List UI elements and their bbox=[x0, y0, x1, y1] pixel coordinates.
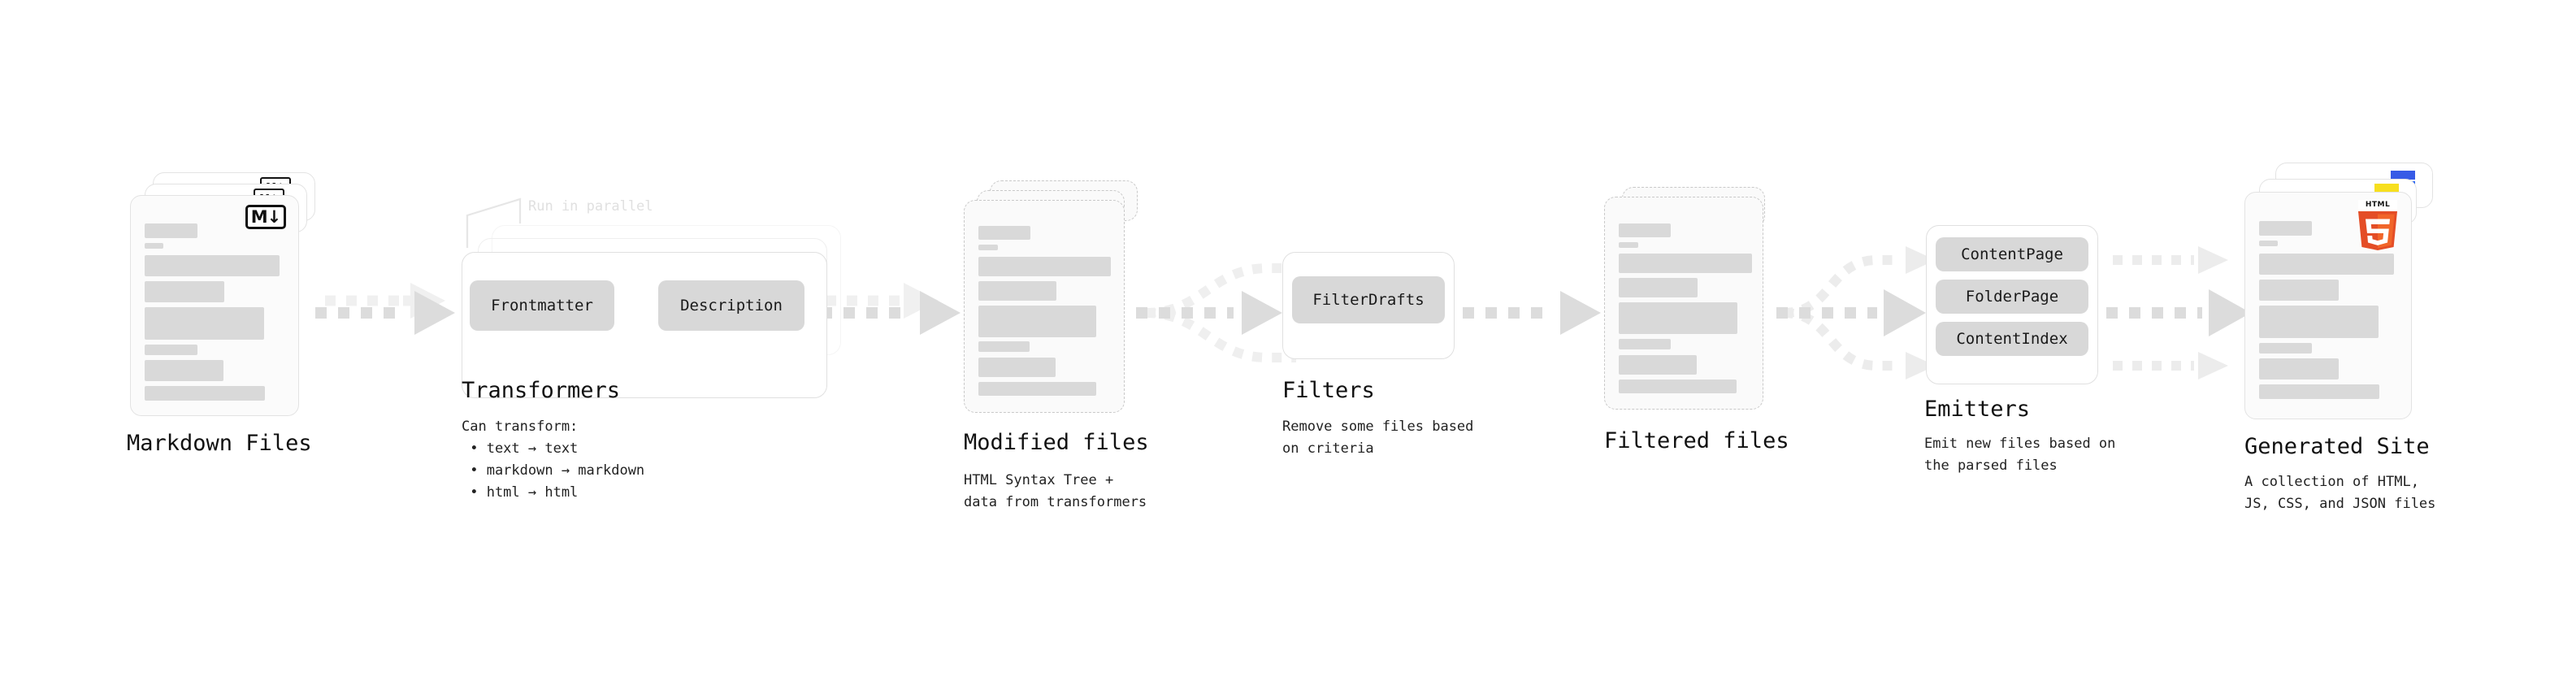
skeleton-block bbox=[2259, 343, 2312, 354]
skeleton-block bbox=[145, 307, 264, 340]
skeleton-block bbox=[145, 281, 224, 302]
arrow-filters-to-filtered bbox=[1463, 291, 1601, 335]
arrow-modified-to-filters bbox=[1136, 263, 1296, 362]
stage-title-transformers: Transformers bbox=[462, 378, 621, 403]
arrow-transformers-to-modified bbox=[821, 283, 961, 335]
arrow-filtered-to-emitters bbox=[1776, 246, 1936, 380]
run-in-parallel-label: Run in parallel bbox=[528, 198, 653, 215]
skeleton-block bbox=[1619, 339, 1671, 349]
stage-title-generated-site: Generated Site bbox=[2244, 434, 2430, 459]
stage-title-markdown-files: Markdown Files bbox=[127, 431, 312, 456]
skeleton-block bbox=[978, 306, 1096, 337]
filter-node-filterdrafts[interactable]: FilterDrafts bbox=[1292, 276, 1445, 323]
stage-subtitle-generated-site: A collection of HTML, JS, CSS, and JSON … bbox=[2244, 474, 2436, 512]
stage-subtitle-modified-files: HTML Syntax Tree + data from transformer… bbox=[964, 472, 1147, 510]
stage-title-modified-files: Modified files bbox=[964, 430, 1149, 455]
arrow-markdown-to-transformers bbox=[315, 283, 455, 335]
skeleton-block bbox=[2259, 221, 2312, 236]
skeleton-block bbox=[1619, 380, 1737, 393]
markdown-icon: M↓ bbox=[245, 205, 286, 229]
transformer-node-frontmatter[interactable]: Frontmatter bbox=[470, 280, 614, 331]
skeleton-block bbox=[2259, 241, 2278, 246]
skeleton-block bbox=[1619, 355, 1697, 375]
skeleton-block bbox=[2259, 358, 2339, 380]
skeleton-block bbox=[1619, 278, 1698, 297]
skeleton-block bbox=[2259, 306, 2379, 338]
arrow-emitters-to-site bbox=[2106, 246, 2251, 380]
skeleton-block bbox=[1619, 242, 1638, 248]
stage-title-emitters: Emitters bbox=[1924, 397, 2031, 422]
emitter-node-contentindex[interactable]: ContentIndex bbox=[1936, 322, 2088, 356]
skeleton-block bbox=[145, 243, 163, 249]
transformer-node-description[interactable]: Description bbox=[658, 280, 804, 331]
skeleton-block bbox=[145, 255, 280, 276]
skeleton-block bbox=[978, 226, 1030, 240]
skeleton-block bbox=[978, 358, 1056, 377]
skeleton-block bbox=[145, 386, 265, 401]
stage-subtitle-filters: Remove some files based on criteria bbox=[1282, 419, 1474, 457]
skeleton-block bbox=[145, 360, 223, 381]
skeleton-block bbox=[1619, 302, 1737, 334]
skeleton-block bbox=[978, 257, 1111, 276]
stage-subtitle-transformers: Can transform: • text → text • markdown … bbox=[462, 419, 645, 501]
emitter-node-folderpage[interactable]: FolderPage bbox=[1936, 280, 2088, 314]
skeleton-block bbox=[2259, 384, 2379, 399]
skeleton-block bbox=[978, 245, 998, 250]
stage-subtitle-emitters: Emit new files based on the parsed files bbox=[1924, 436, 2116, 474]
skeleton-block bbox=[2259, 254, 2394, 275]
skeleton-block bbox=[145, 345, 197, 355]
emitter-node-contentpage[interactable]: ContentPage bbox=[1936, 237, 2088, 271]
stage-title-filtered-files: Filtered files bbox=[1604, 428, 1789, 453]
stage-title-filters: Filters bbox=[1282, 378, 1375, 403]
skeleton-block bbox=[978, 341, 1030, 352]
skeleton-block bbox=[1619, 254, 1752, 273]
skeleton-block bbox=[145, 223, 197, 238]
html5-icon: HTML bbox=[2355, 200, 2400, 250]
skeleton-block bbox=[978, 281, 1056, 301]
skeleton-block bbox=[1619, 223, 1671, 237]
skeleton-block bbox=[2259, 280, 2339, 301]
skeleton-block bbox=[978, 382, 1096, 396]
